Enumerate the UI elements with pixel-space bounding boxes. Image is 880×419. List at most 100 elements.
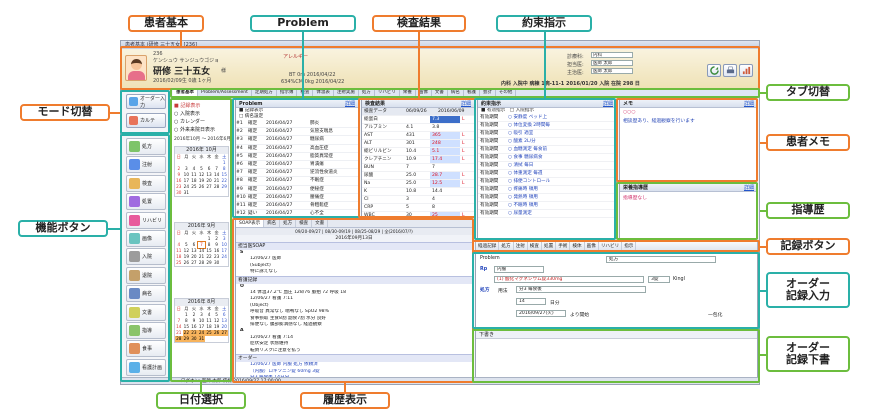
calendar-day[interactable]: 3	[185, 166, 188, 171]
tab-2[interactable]: 定期処方	[252, 89, 277, 96]
tab-11[interactable]: 文書	[432, 89, 448, 96]
calendar-day[interactable]: 30	[190, 336, 198, 342]
calendar-day[interactable]: 28	[198, 260, 205, 265]
calendar-day[interactable]: 16	[191, 324, 197, 329]
function-button-12[interactable]: 看護計画	[126, 358, 166, 376]
calendar-day[interactable]: 27	[191, 260, 197, 265]
function-button-7[interactable]: 退院	[126, 266, 166, 284]
history-tab-2[interactable]: 処方	[280, 220, 297, 227]
calendar-day[interactable]: 6	[207, 166, 211, 171]
calendar-day[interactable]: 8	[185, 318, 188, 323]
record-button-4[interactable]: 処置	[542, 242, 557, 250]
tab-12[interactable]: 病名	[448, 89, 464, 96]
calendar-day[interactable]: 30	[213, 260, 220, 265]
calendar-day[interactable]: 18	[206, 324, 212, 329]
calendar-menu-1[interactable]: ○ 入院表示	[174, 111, 200, 117]
calendar-day[interactable]: 30	[176, 190, 182, 195]
calendar-day[interactable]: 19	[213, 324, 220, 329]
calendar-day[interactable]: 26	[183, 260, 190, 265]
calendar-day[interactable]: 12	[183, 248, 190, 253]
order-row[interactable]: 有効期間○ 食事 糖尿病食	[478, 154, 616, 162]
calendar-day[interactable]: 25	[176, 260, 182, 265]
mode-button-0[interactable]: オーダー入力	[126, 94, 166, 109]
calendar-day[interactable]: 17	[221, 248, 227, 253]
one-pack-check[interactable]: 一包化	[708, 313, 723, 318]
tab-14[interactable]: 会計	[480, 89, 496, 96]
calendar-day[interactable]: 18	[191, 178, 197, 183]
calendar-day[interactable]: 26	[212, 330, 221, 336]
history-tab-1[interactable]: 病名	[264, 220, 281, 227]
memo-detail-link[interactable]: 詳細	[743, 101, 754, 107]
calendar-day[interactable]: 28	[175, 336, 183, 342]
calendar-day[interactable]: 21	[213, 178, 220, 183]
lab-detail-link[interactable]: 詳細	[460, 101, 471, 107]
days-field[interactable]: 14	[516, 298, 546, 305]
calendar-day[interactable]: 23	[213, 254, 220, 259]
calendar-day[interactable]: 20	[191, 254, 197, 259]
function-button-6[interactable]: 入院	[126, 248, 166, 266]
calendar-menu-3[interactable]: ○ 外来来院日表示	[174, 127, 215, 133]
calendar-day[interactable]: 24	[221, 254, 227, 259]
calendar-day[interactable]: 7	[177, 318, 181, 323]
record-button-5[interactable]: 手術	[556, 242, 571, 250]
problem-subheader-1[interactable]: ■ 記録表示	[239, 108, 264, 113]
calendar-day[interactable]: 17	[198, 324, 205, 329]
calendar-day[interactable]: 23	[190, 330, 198, 336]
problem-subheader-2[interactable]: □ 病名設定	[239, 114, 264, 119]
order-type-select[interactable]: 処方	[606, 256, 716, 263]
order-row[interactable]: 有効期間○ 清拭 毎日	[478, 162, 616, 170]
calendar-day[interactable]: 24	[183, 184, 190, 189]
record-button-0[interactable]: 経過記録	[476, 242, 500, 250]
calendar-day[interactable]: 22	[221, 178, 227, 183]
function-button-3[interactable]: 処置	[126, 193, 166, 211]
tab-4[interactable]: 検査	[297, 89, 314, 96]
calendar-day[interactable]: 14	[176, 324, 182, 329]
calendar-day[interactable]: 4	[192, 166, 196, 171]
calendar-day[interactable]: 5	[215, 312, 218, 317]
order-row[interactable]: 有効期間○ 体重測定 毎週	[478, 170, 616, 178]
calendar-day[interactable]: 12	[213, 318, 220, 323]
record-button-2[interactable]: 注射	[514, 242, 528, 250]
refresh-button[interactable]	[707, 64, 721, 77]
calendar-day[interactable]: 11	[191, 172, 197, 177]
calendar-day[interactable]: 10	[221, 242, 227, 247]
calendar-day[interactable]: 15	[206, 248, 212, 253]
history-subtabs[interactable]: 09/20-09/27 | 08/30-09/19 | 08/25-08/29 …	[236, 228, 472, 235]
history-tab-0[interactable]: SOAP表示	[236, 220, 265, 227]
function-button-9[interactable]: 文書	[126, 303, 166, 321]
chart-button[interactable]	[739, 64, 753, 77]
calendar-day[interactable]: 5	[185, 242, 188, 247]
function-button-4[interactable]: リハビリ	[126, 211, 166, 229]
tab-1[interactable]: Problem/Assessment	[198, 89, 252, 96]
calendar-day[interactable]: 6	[222, 312, 226, 317]
calendar-day[interactable]: 21	[198, 254, 205, 259]
doctor-field[interactable]: 医師 太郎	[591, 60, 633, 66]
print-button[interactable]	[723, 64, 737, 77]
record-button-8[interactable]: リハビリ	[599, 242, 623, 250]
order-row[interactable]: 有効期間○ 酸素 2L/分	[478, 138, 616, 146]
calendar-menu-0[interactable]: ■ 記録表示	[174, 103, 201, 109]
function-button-2[interactable]: 検査	[126, 174, 166, 192]
order-row[interactable]: 有効期間○ 疼痛時 頓用	[478, 186, 616, 194]
calendar-day[interactable]: 4	[177, 242, 181, 247]
calendar-day[interactable]: 20	[206, 178, 212, 183]
calendar-day[interactable]: 2	[215, 236, 218, 241]
tab-8[interactable]: リハビリ	[375, 89, 400, 96]
order-row[interactable]: 有効期間○ 体位変換 2時間毎	[478, 122, 616, 130]
calendar-day[interactable]: 11	[176, 248, 182, 253]
history-tab-4[interactable]: 文書	[312, 220, 329, 227]
calendar-day[interactable]: 31	[197, 336, 206, 342]
calendar-day[interactable]: 27	[220, 330, 228, 336]
